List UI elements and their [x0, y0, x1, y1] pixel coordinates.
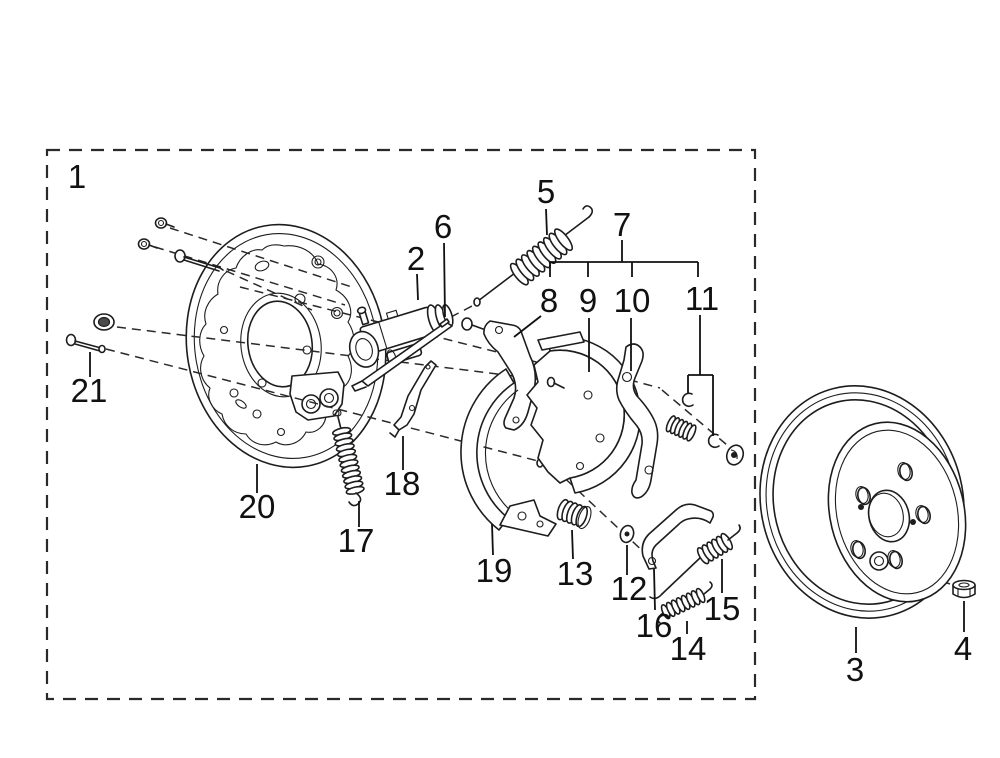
part-return-spring-5 [473, 205, 594, 307]
part-backing-plate [185, 223, 387, 469]
part-label-16: 16 [636, 607, 673, 644]
part-holddown-spring-13 [556, 498, 592, 530]
part-label-7: 7 [613, 206, 631, 243]
part-label-3: 3 [846, 651, 864, 688]
leader-lines [89, 208, 965, 653]
part-brake-shoe-19 [460, 368, 557, 537]
part-label-1: 1 [68, 158, 86, 195]
part-washer-grommet [725, 444, 745, 466]
part-label-20: 20 [239, 488, 276, 525]
part-label-18: 18 [384, 465, 421, 502]
part-label-8: 8 [540, 282, 558, 319]
part-label-12: 12 [611, 570, 648, 607]
part-number-labels: 1 2 3 4 5 6 7 8 9 10 11 12 13 14 15 16 1… [68, 158, 972, 688]
part-label-9: 9 [579, 282, 597, 319]
part-holddown-washer-12 [619, 524, 635, 544]
part-label-15: 15 [704, 590, 741, 627]
part-brake-drum [759, 385, 967, 619]
part-brake-shoe-9 [526, 331, 641, 494]
part-strut-bar [351, 318, 453, 392]
part-return-spring-17 [331, 409, 365, 507]
part-label-11: 11 [685, 280, 719, 317]
part-label-6: 6 [434, 208, 452, 245]
assembly-boundary-box [45, 148, 757, 701]
part-hub-nut [952, 579, 976, 599]
part-spring-14 [657, 581, 713, 624]
part-label-10: 10 [614, 282, 651, 319]
part-holddown-pin-21 [65, 333, 106, 354]
part-label-5: 5 [537, 173, 555, 210]
part-spring-15 [649, 524, 741, 600]
part-plug [93, 313, 115, 331]
part-label-19: 19 [476, 552, 513, 589]
part-adjuster-spring [665, 415, 697, 442]
part-label-17: 17 [338, 522, 375, 559]
part-mounting-bolts [137, 217, 224, 272]
part-adjusting-lever-18 [389, 360, 437, 438]
part-label-13: 13 [557, 555, 594, 592]
part-parking-lever-8 [461, 317, 537, 431]
part-label-21: 21 [71, 372, 108, 409]
part-adjuster-lever-10 [615, 343, 659, 499]
part-label-2: 2 [407, 240, 425, 277]
part-strut-16 [641, 503, 715, 570]
part-label-14: 14 [670, 630, 707, 667]
part-label-4: 4 [954, 630, 972, 667]
part-c-clips-11 [681, 392, 720, 449]
lug-holes [850, 462, 931, 570]
